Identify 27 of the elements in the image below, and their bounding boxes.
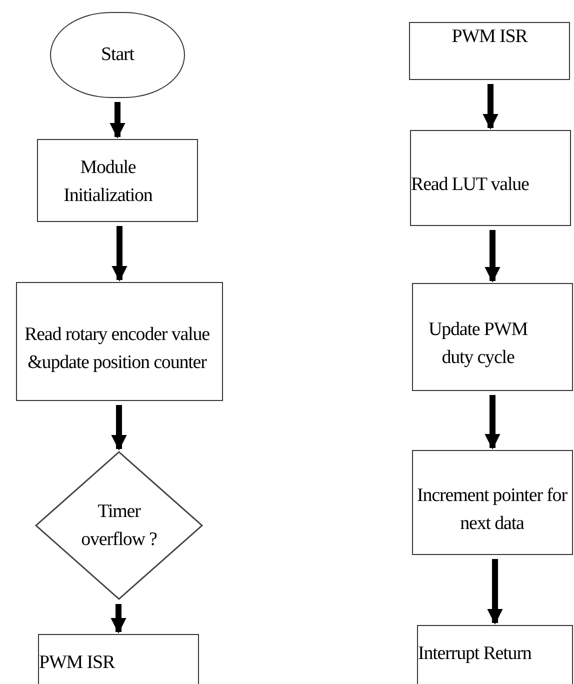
process-box: [410, 130, 571, 226]
arrow: [482, 84, 498, 130]
arrow: [112, 226, 128, 282]
step-text: Update PWM duty cycle: [427, 318, 529, 370]
arrow: [110, 102, 126, 139]
arrow: [111, 405, 127, 451]
step-text: Module Initialization: [62, 156, 154, 208]
process-box: [16, 282, 223, 401]
arrow: [487, 559, 503, 625]
step-text: PWM ISR: [39, 651, 115, 675]
process-box: [412, 283, 573, 391]
process-box: [37, 139, 198, 222]
step-text: Increment pointer for next data: [416, 484, 568, 536]
arrow: [484, 230, 500, 283]
step-text: Read rotary encoder value &update position counter: [24, 322, 210, 374]
step-text: Start: [101, 43, 134, 67]
step-text: Interrupt Return: [418, 642, 532, 666]
arrow: [484, 395, 500, 450]
step-text: Read LUT value: [411, 173, 529, 197]
decision-diamond: [35, 451, 203, 600]
process-box: [409, 22, 570, 80]
arrow: [110, 604, 126, 634]
step-text: PWM ISR: [452, 25, 528, 49]
process-box: [412, 450, 573, 555]
process-box: [417, 625, 573, 684]
process-box: [38, 634, 199, 684]
decision-text: Timer overflow ?: [80, 500, 158, 552]
